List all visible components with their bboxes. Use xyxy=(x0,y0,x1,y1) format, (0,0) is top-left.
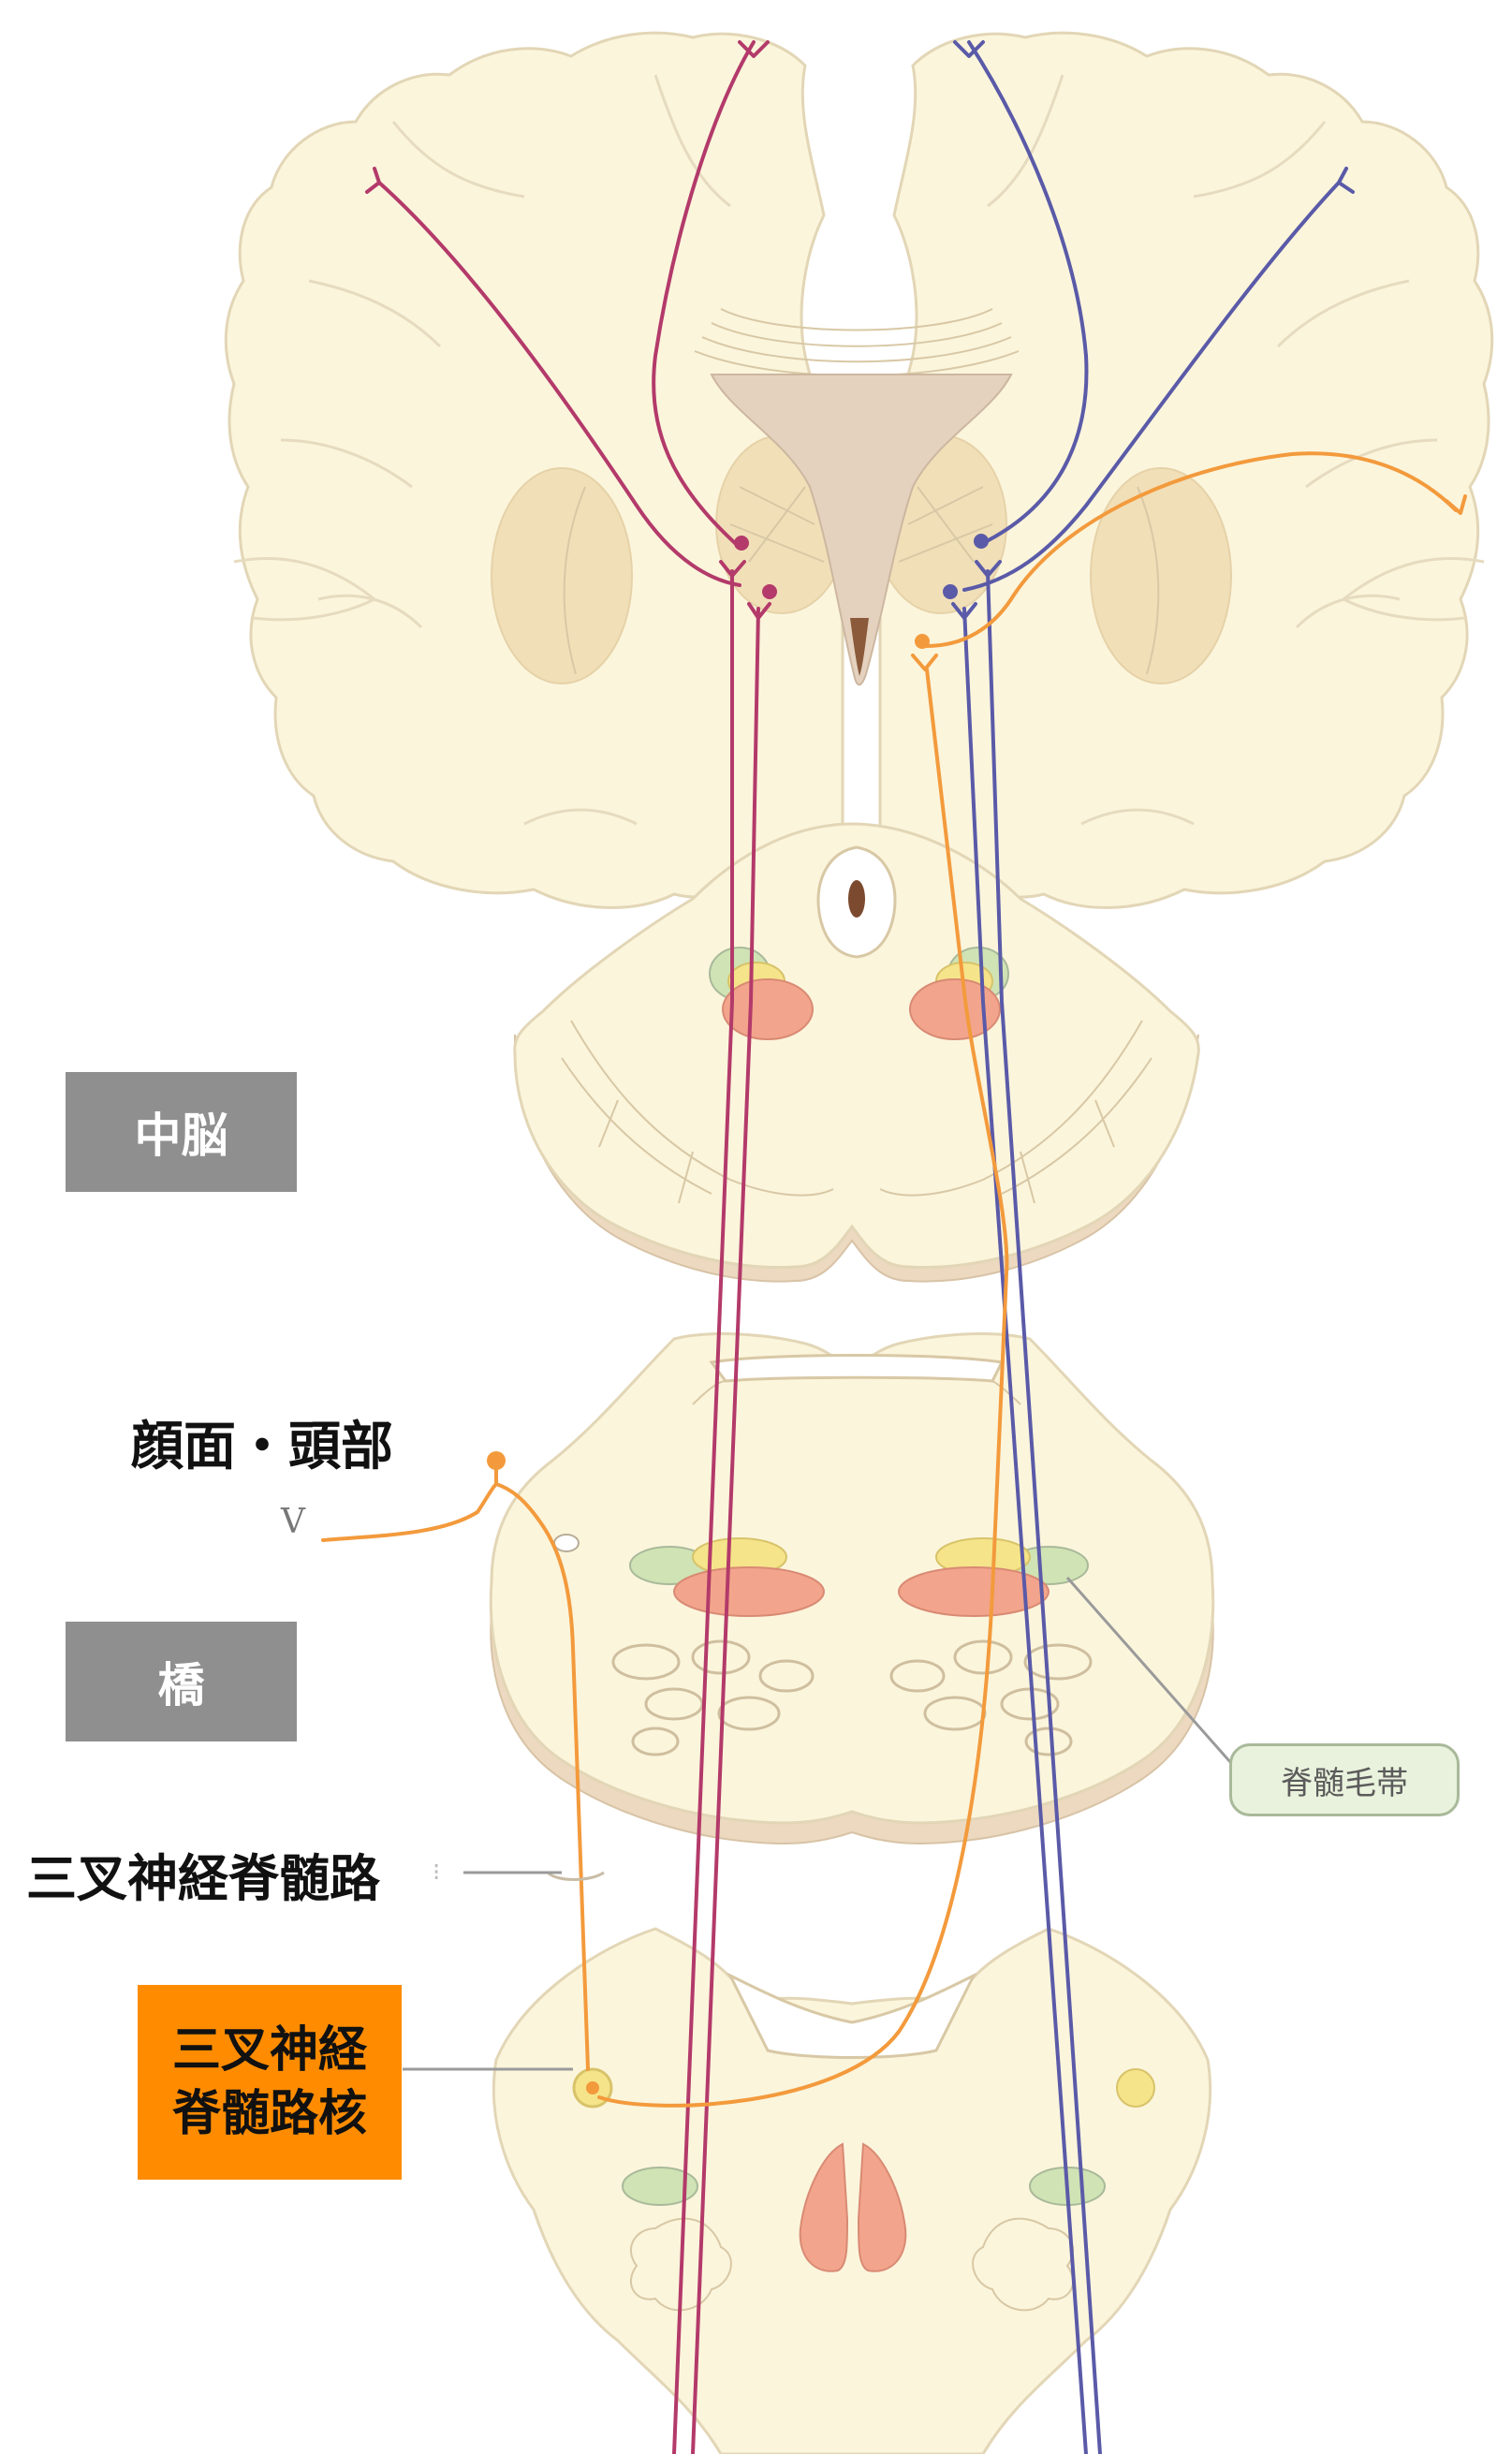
fourth-ventricle xyxy=(712,1356,1002,1382)
lentiform-nucleus-right xyxy=(1091,468,1231,683)
orange-relay xyxy=(915,634,930,649)
label-midbrain: 中脳 xyxy=(66,1072,297,1192)
label-trigeminal-nucleus-line2: 脊髄路核 xyxy=(172,2082,367,2146)
pons-body xyxy=(491,1334,1212,1823)
magenta-relay-1 xyxy=(734,536,749,551)
blue-relay-2 xyxy=(943,584,958,599)
label-midbrain-text: 中脳 xyxy=(135,1098,228,1166)
spinal-trigeminal-nucleus-left-core xyxy=(586,2081,599,2094)
spinal-trigeminal-nucleus-right xyxy=(1117,2069,1154,2107)
label-face-head: 顔面・頭部 xyxy=(131,1404,393,1480)
pons-pink-left xyxy=(674,1567,824,1616)
medulla-section xyxy=(493,1929,1210,2454)
label-pons: 橋 xyxy=(66,1622,297,1741)
label-trigeminal-nucleus: 三叉神経 脊髄路核 xyxy=(138,1985,402,2180)
tract-mark-glyph: ⁝ xyxy=(433,1859,440,1887)
midbrain-pink-left xyxy=(723,979,813,1039)
orange-ganglion xyxy=(487,1451,506,1470)
label-pons-text: 橋 xyxy=(158,1648,205,1715)
trigeminal-entry xyxy=(554,1535,579,1551)
label-trigeminal-tract: 三叉神経脊髄路 xyxy=(26,1837,380,1911)
lentiform-nucleus-left xyxy=(492,468,632,683)
label-trigeminal-nucleus-line1: 三叉神経 xyxy=(172,2019,367,2082)
aqueduct-lumen xyxy=(848,880,865,918)
label-spinal-lemniscus-text: 脊髄毛帯 xyxy=(1281,1757,1408,1803)
label-spinal-lemniscus: 脊髄毛帯 xyxy=(1229,1743,1460,1816)
blue-relay-1 xyxy=(974,534,989,549)
magenta-relay-2 xyxy=(762,584,777,599)
label-nerve-v: V xyxy=(281,1503,305,1541)
pons-section xyxy=(491,1334,1212,1844)
cerebrum-section xyxy=(226,33,1491,907)
